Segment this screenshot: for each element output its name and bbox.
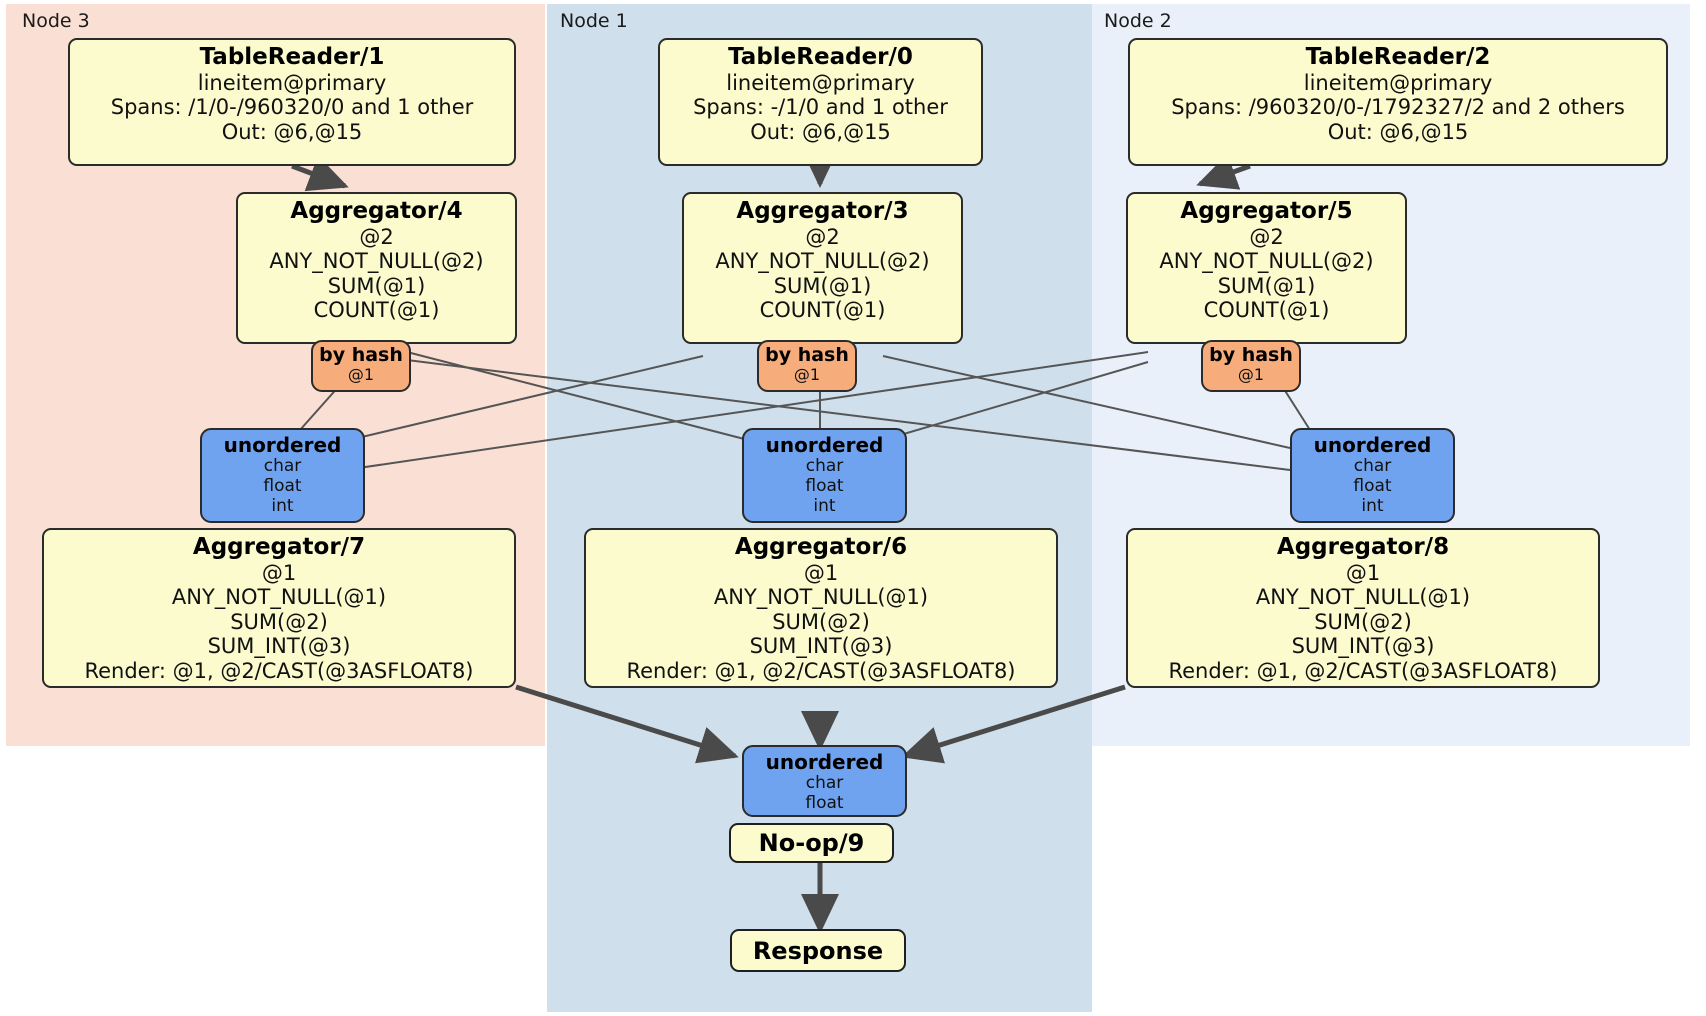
processor-title: TableReader/1	[199, 44, 385, 70]
processor-aggregator-3[interactable]: Aggregator/3 @2 ANY_NOT_NULL(@2) SUM(@1)…	[682, 192, 963, 344]
processor-title: Aggregator/4	[290, 198, 463, 224]
processor-render: Render: @1, @2/CAST(@3ASFLOAT8)	[84, 658, 474, 683]
processor-aggregator-4[interactable]: Aggregator/4 @2 ANY_NOT_NULL(@2) SUM(@1)…	[236, 192, 517, 344]
processor-group: @1	[261, 560, 297, 585]
router-title: by hash	[1209, 344, 1293, 366]
processor-table: lineitem@primary	[197, 70, 387, 95]
processor-title: Aggregator/7	[192, 534, 366, 560]
processor-agg-3: COUNT(@1)	[313, 298, 440, 323]
processor-group: @1	[803, 560, 839, 585]
processor-agg-2: SUM(@2)	[772, 609, 870, 634]
router-title: by hash	[319, 344, 403, 366]
processor-agg-2: SUM(@2)	[1314, 609, 1412, 634]
processor-aggregator-7[interactable]: Aggregator/7 @1 ANY_NOT_NULL(@1) SUM(@2)…	[42, 528, 516, 688]
processor-title: Aggregator/3	[736, 198, 909, 224]
processor-title: Aggregator/8	[1276, 534, 1450, 560]
receiver-type-1: char	[805, 456, 844, 477]
response-box[interactable]: Response	[730, 929, 906, 972]
receiver-type-2: float	[1353, 476, 1392, 497]
receiver-type-2: float	[263, 476, 302, 497]
processor-render: Render: @1, @2/CAST(@3ASFLOAT8)	[626, 658, 1016, 683]
processor-agg-3: SUM_INT(@3)	[207, 634, 351, 659]
processor-aggregator-8[interactable]: Aggregator/8 @1 ANY_NOT_NULL(@1) SUM(@2)…	[1126, 528, 1600, 688]
receiver-title: unordered	[765, 433, 884, 457]
processor-out: Out: @6,@15	[750, 119, 891, 144]
receiver-type-1: char	[1353, 456, 1392, 477]
processor-agg-1: ANY_NOT_NULL(@2)	[715, 249, 930, 274]
receiver-unordered-node3[interactable]: unordered char float int	[200, 428, 365, 523]
response-title: Response	[752, 936, 884, 965]
node-label-node1: Node 1	[560, 10, 628, 32]
receiver-type-3: int	[1361, 496, 1384, 517]
receiver-title: unordered	[765, 750, 884, 774]
processor-agg-2: SUM(@1)	[327, 273, 426, 298]
receiver-type-3: int	[271, 496, 294, 517]
processor-table: lineitem@primary	[1303, 70, 1493, 95]
processor-table-reader-1[interactable]: TableReader/1 lineitem@primary Spans: /1…	[68, 38, 516, 166]
processor-aggregator-5[interactable]: Aggregator/5 @2 ANY_NOT_NULL(@2) SUM(@1)…	[1126, 192, 1407, 344]
processor-agg-1: ANY_NOT_NULL(@1)	[171, 585, 387, 610]
processor-group: @2	[805, 224, 840, 249]
processor-title: Aggregator/5	[1180, 198, 1353, 224]
router-by-hash-node2[interactable]: by hash @1	[1201, 340, 1301, 392]
receiver-type-2: float	[805, 476, 844, 497]
router-by-hash-node3[interactable]: by hash @1	[311, 340, 411, 392]
router-column: @1	[1237, 364, 1265, 384]
processor-agg-1: ANY_NOT_NULL(@2)	[1159, 249, 1374, 274]
processor-agg-3: COUNT(@1)	[1203, 298, 1330, 323]
processor-spans: Spans: /960320/0-/1792327/2 and 2 others	[1171, 95, 1625, 120]
processor-group: @1	[1345, 560, 1381, 585]
processor-agg-3: SUM_INT(@3)	[1291, 634, 1435, 659]
node-label-node2: Node 2	[1104, 10, 1172, 32]
processor-spans: Spans: -/1/0 and 1 other	[693, 95, 948, 120]
processor-title: No-op/9	[758, 829, 865, 857]
processor-aggregator-6[interactable]: Aggregator/6 @1 ANY_NOT_NULL(@1) SUM(@2)…	[584, 528, 1058, 688]
processor-agg-1: ANY_NOT_NULL(@1)	[713, 585, 929, 610]
processor-group: @2	[1249, 224, 1284, 249]
processor-no-op-9[interactable]: No-op/9	[729, 823, 894, 863]
router-column: @1	[793, 364, 821, 384]
router-title: by hash	[765, 344, 849, 366]
router-by-hash-node1[interactable]: by hash @1	[757, 340, 857, 392]
processor-out: Out: @6,@15	[221, 119, 363, 144]
node-label-node3: Node 3	[22, 10, 90, 32]
receiver-unordered-node1[interactable]: unordered char float int	[742, 428, 907, 523]
receiver-type-2: float	[805, 793, 844, 814]
processor-render: Render: @1, @2/CAST(@3ASFLOAT8)	[1168, 658, 1558, 683]
processor-title: TableReader/2	[1305, 44, 1491, 70]
receiver-type-3: int	[813, 496, 836, 517]
processor-agg-2: SUM(@2)	[230, 609, 328, 634]
processor-agg-2: SUM(@1)	[773, 273, 872, 298]
processor-agg-1: ANY_NOT_NULL(@1)	[1255, 585, 1471, 610]
processor-agg-1: ANY_NOT_NULL(@2)	[269, 249, 484, 274]
router-column: @1	[347, 364, 375, 384]
processor-table-reader-0[interactable]: TableReader/0 lineitem@primary Spans: -/…	[658, 38, 983, 166]
receiver-title: unordered	[223, 433, 342, 457]
processor-title: Aggregator/6	[734, 534, 908, 560]
processor-agg-3: COUNT(@1)	[759, 298, 886, 323]
receiver-type-1: char	[805, 773, 844, 794]
processor-title: TableReader/0	[728, 44, 913, 70]
receiver-type-1: char	[263, 456, 302, 477]
receiver-title: unordered	[1313, 433, 1432, 457]
processor-group: @2	[359, 224, 394, 249]
processor-table-reader-2[interactable]: TableReader/2 lineitem@primary Spans: /9…	[1128, 38, 1668, 166]
processor-table: lineitem@primary	[726, 70, 915, 95]
processor-spans: Spans: /1/0-/960320/0 and 1 other	[110, 95, 474, 120]
receiver-unordered-node2[interactable]: unordered char float int	[1290, 428, 1455, 523]
processor-out: Out: @6,@15	[1327, 119, 1469, 144]
processor-agg-3: SUM_INT(@3)	[749, 634, 893, 659]
processor-agg-2: SUM(@1)	[1217, 273, 1316, 298]
receiver-unordered-final[interactable]: unordered char float	[742, 745, 907, 817]
